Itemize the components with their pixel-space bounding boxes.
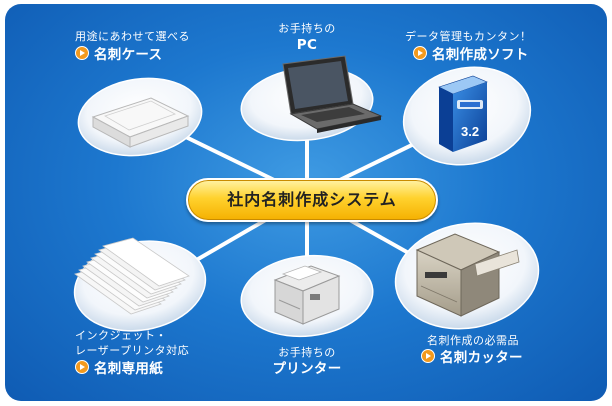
card-cutter-illustration	[415, 233, 520, 317]
printer-caption: お手持ちの	[278, 346, 336, 359]
arrow-icon	[421, 349, 435, 363]
printer-title: プリンター	[272, 361, 342, 377]
soft-caption: データ管理もカンタン！	[405, 30, 532, 43]
cutter-caption: 名刺作成の必需品	[427, 334, 519, 347]
center-system-label: 社内名刺作成システム	[186, 178, 438, 222]
arrow-icon	[75, 360, 89, 374]
soft-title-link[interactable]: 名刺作成ソフト	[413, 46, 529, 64]
cutter-title: 名刺カッター	[440, 350, 523, 366]
case-caption: 用途にあわせて選べる	[75, 30, 190, 43]
software-box-illustration: 3.2	[438, 75, 488, 152]
arrow-icon	[413, 46, 427, 60]
case-title-link[interactable]: 名刺ケース	[75, 46, 162, 64]
printer-illustration	[273, 265, 341, 325]
diagram-artwork: 3.2	[73, 55, 540, 338]
arrow-icon	[75, 46, 89, 60]
cutter-title-link[interactable]: 名刺カッター	[421, 349, 523, 367]
card-case-illustration	[91, 97, 190, 148]
paper-caption-line2: レーザープリンタ対応	[75, 344, 190, 357]
paper-stack-illustration	[74, 237, 190, 315]
pc-caption: お手持ちの	[278, 22, 336, 35]
pc-title: PC	[296, 37, 318, 53]
paper-title-link[interactable]: 名刺専用紙	[75, 360, 163, 378]
case-title: 名刺ケース	[94, 47, 163, 63]
soft-title: 名刺作成ソフト	[432, 47, 529, 63]
system-diagram-panel: 3.2	[5, 4, 607, 401]
paper-caption-line1: インクジェット・	[75, 329, 167, 342]
paper-title: 名刺専用紙	[94, 361, 163, 377]
laptop-illustration	[282, 55, 383, 133]
software-version-text: 3.2	[461, 124, 479, 139]
